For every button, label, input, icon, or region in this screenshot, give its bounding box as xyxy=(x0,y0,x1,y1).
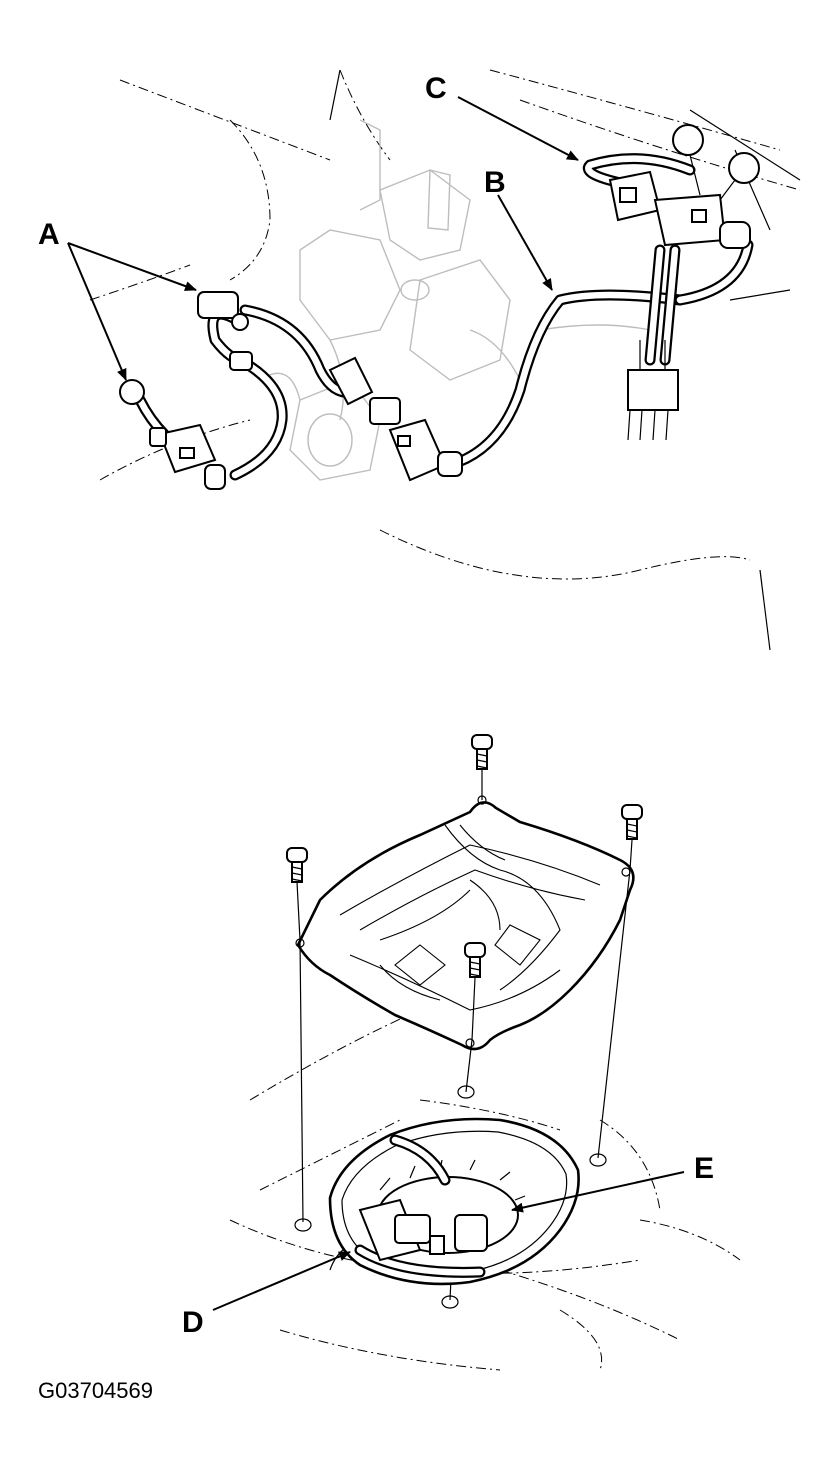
mounting-screws xyxy=(286,734,643,1301)
engine-background xyxy=(89,69,801,651)
figure-id: G03704569 xyxy=(38,1378,153,1403)
solenoid-valve-right xyxy=(608,124,760,249)
solenoid-valve-left xyxy=(149,423,226,490)
vacuum-hose-b xyxy=(444,239,754,471)
screw-icon xyxy=(286,847,308,883)
floor-holes xyxy=(294,1085,607,1309)
solenoid-valve-center xyxy=(328,356,463,482)
vacuum-hose-c xyxy=(582,153,696,191)
callout-a: A xyxy=(38,218,60,251)
callout-d: D xyxy=(182,1306,204,1339)
screw-icon xyxy=(471,734,493,770)
fuel-pump-unit xyxy=(354,1134,526,1278)
callout-c: C xyxy=(425,72,447,105)
callout-e-leader xyxy=(511,1171,685,1213)
wire-connector xyxy=(627,340,679,441)
hose-fitting-a xyxy=(119,291,253,405)
callout-c-leader xyxy=(457,96,579,161)
callout-b-leader xyxy=(497,194,553,291)
callout-e: E xyxy=(694,1152,714,1185)
callout-a-leaders xyxy=(67,242,197,381)
callout-d-leader xyxy=(212,1251,351,1311)
callout-b: B xyxy=(484,166,506,199)
screw-icon xyxy=(621,804,643,840)
screw-icon xyxy=(464,942,486,978)
access-cover xyxy=(295,795,635,1051)
